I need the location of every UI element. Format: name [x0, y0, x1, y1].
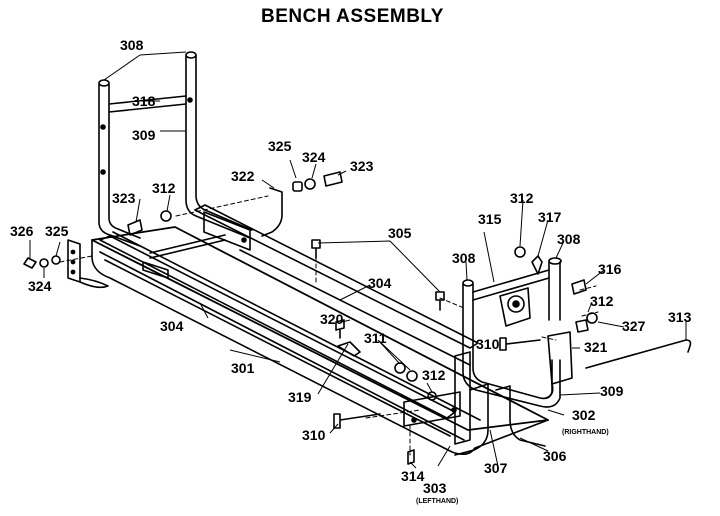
bolt-310-right — [499, 337, 541, 351]
label-304-right: 304 — [368, 275, 392, 291]
label-306: 306 — [543, 448, 567, 464]
label-326: 326 — [10, 223, 34, 239]
label-321: 321 — [584, 339, 608, 355]
label-303-note: (LEFTHAND) — [416, 498, 458, 505]
label-325: 325 — [268, 138, 292, 154]
plate-left — [142, 261, 169, 279]
label-312-top: 312 — [510, 190, 534, 206]
label-309: 309 — [132, 127, 156, 143]
side-rail-304-right — [194, 204, 479, 366]
label-308-right-a: 308 — [452, 250, 476, 266]
label-316: 316 — [598, 261, 622, 277]
cross-rod — [149, 234, 226, 254]
bracket-322 — [203, 187, 283, 251]
part-labels: 308 318 309 322 325 324 323 323 312 326 … — [10, 37, 692, 505]
label-325-left: 325 — [45, 223, 69, 239]
label-311: 311 — [364, 330, 387, 346]
label-312-front: 312 — [422, 367, 446, 383]
label-302-note: (RIGHTHAND) — [562, 429, 609, 436]
label-313: 313 — [668, 309, 692, 325]
front-bracket-303 — [403, 351, 546, 456]
label-324-left: 324 — [28, 278, 52, 294]
label-327: 327 — [622, 318, 646, 334]
bracket-321 — [545, 331, 573, 399]
label-317: 317 — [538, 209, 562, 225]
side-bracket-326 — [67, 239, 109, 289]
part-320 — [335, 319, 345, 339]
washer-311b — [406, 370, 418, 382]
screw-305a — [311, 239, 321, 259]
hardware-left — [23, 255, 61, 269]
label-320: 320 — [320, 311, 344, 327]
label-324: 324 — [302, 149, 326, 165]
diagram-title: BENCH ASSEMBLY — [261, 6, 444, 27]
label-302: 302 — [572, 407, 596, 423]
label-319: 319 — [288, 389, 312, 405]
part-314 — [407, 449, 415, 465]
hardware-right — [571, 279, 598, 333]
hardware-upper — [292, 171, 343, 192]
label-318: 318 — [132, 93, 156, 109]
label-314: 314 — [401, 468, 425, 484]
label-323-left: 323 — [112, 190, 136, 206]
label-310-right: 310 — [476, 336, 500, 352]
label-308-right-b: 308 — [557, 231, 581, 247]
label-315: 315 — [478, 211, 502, 227]
label-304-left: 304 — [160, 318, 184, 334]
label-308: 308 — [120, 37, 144, 53]
part-319 — [337, 341, 361, 357]
label-305: 305 — [388, 225, 412, 241]
bolt-310-left — [333, 413, 381, 429]
cross-rod-lower — [149, 239, 226, 259]
label-307: 307 — [484, 460, 508, 476]
label-322: 322 — [231, 168, 255, 184]
screw-305b — [435, 291, 445, 311]
label-312-left: 312 — [152, 180, 176, 196]
label-323: 323 — [350, 158, 374, 174]
label-310-left: 310 — [302, 427, 326, 443]
washer-311a — [394, 362, 406, 374]
back-upright-right — [462, 246, 562, 408]
label-312-right: 312 — [590, 293, 614, 309]
leader-lines — [29, 51, 687, 469]
label-303: 303 — [423, 480, 447, 496]
label-309-right: 309 — [600, 383, 624, 399]
nut-312-left — [160, 210, 172, 222]
label-301: 301 — [231, 360, 255, 376]
